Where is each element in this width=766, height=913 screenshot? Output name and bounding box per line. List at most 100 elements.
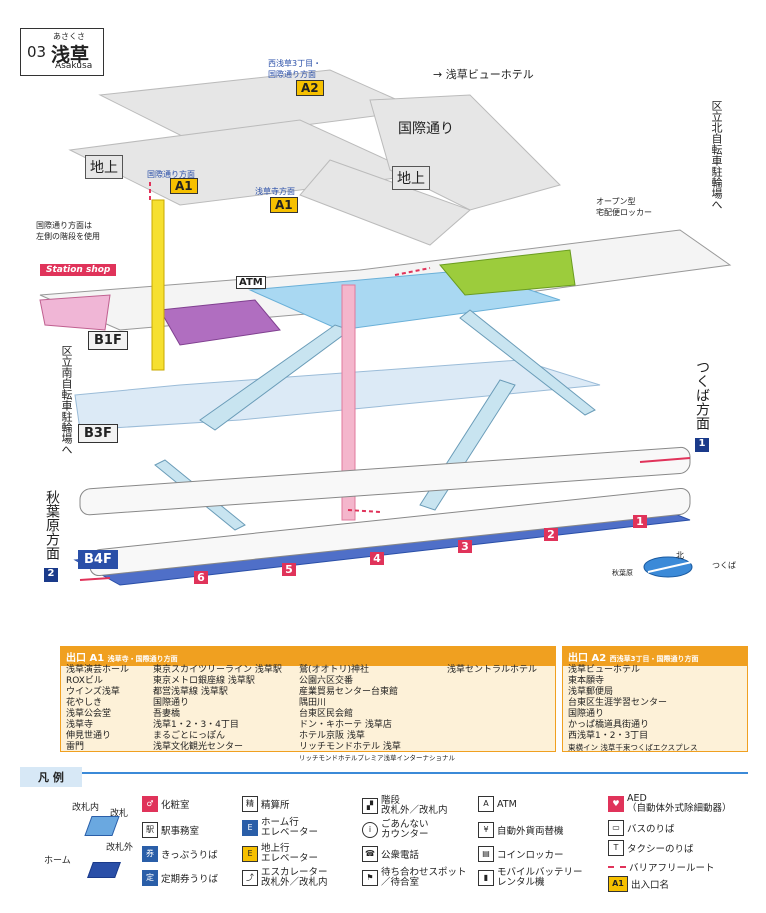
escalator-icon: ⤴ [242,870,258,886]
commuter-pass-icon: 定 [142,870,158,886]
list-item: ドン・キホーテ 浅草店 [299,720,392,730]
kokusai-stair-note: 国際通り方面は 左側の階段を使用 [36,221,100,241]
floor-b4f: B4F [78,550,118,569]
car-number-4: 4 [370,552,384,565]
list-item: ウインズ浅草 [66,687,120,697]
list-item: 国際通り [153,698,190,708]
list-item: 公園六区交番 [299,676,354,686]
legend-mobile-battery: ▮モバイルバッテリー レンタル機 [478,868,583,888]
legend-divider [20,772,748,774]
list-item: 東京メトロ銀座線 浅草駅 [153,676,255,686]
exit-name-icon: A1 [608,876,628,892]
a1-direction-kokusai: 国際通り方面 [147,170,195,179]
meeting-spot-icon: ⚑ [362,870,378,886]
legend-toilet: ♂化粧室 [142,796,190,812]
floor-b3f: B3F [78,424,118,443]
list-item: リッチモンドホテル 浅草 [299,742,401,752]
legend-stairs: ▞階段 改札外／改札内 [362,796,448,816]
list-item: 東横イン 浅草千束つくばエクスプレス [568,743,698,752]
list-item: 浅草寺 [66,720,94,730]
legend-currency-exchange: ¥自動外貨両替機 [478,822,564,838]
car-number-2: 2 [544,528,558,541]
legend-gate: 改札 [110,809,129,819]
station-office-icon: 駅 [142,822,158,838]
list-item: ホテル京阪 浅草 [299,731,365,741]
info-icon: i [362,822,378,838]
list-item: 隅田川 [299,698,327,708]
compass-north: 北 [676,551,684,560]
legend-barrier-free: バリアフリールート [608,860,715,874]
legend-gate-in: 改札内 [72,803,100,813]
stairs-icon: ▞ [362,798,378,814]
station-shop-logo: Station shop [40,264,117,276]
exit-a2-header: 出口 A2 西浅草3丁目・国際通り方面 [563,647,747,666]
list-item: 台東区民会館 [299,709,354,719]
ground-label-right: 地上 [392,166,430,190]
exit-a1-badge-left[interactable]: A1 [170,178,198,194]
exit-a1-col4: 浅草セントラルホテル [447,665,537,676]
legend-aed: ♥AED （自動体外式除細動器） [608,794,732,814]
list-item: 花やしき [66,698,103,708]
exit-a2-col1: 浅草ビューホテル 東本願寺 浅草郵便局 台東区生涯学習センター 国際通り かっぱ… [568,665,698,753]
list-item: 台東区生涯学習センター [568,698,668,708]
list-item: 東京スカイツリーライン 浅草駅 [153,665,282,675]
car-number-1: 1 [633,515,647,528]
station-name-box: あさくさ 03 浅草 Asakusa [20,28,104,76]
exit-a1-panel: 出口 A1 浅草寺・国際通り方面 浅草演芸ホール ROXビル ウインズ浅草 花や… [60,646,556,762]
line-1-badge: 1 [695,438,709,452]
list-item: ROXビル [66,676,103,686]
exit-a2-title: 出口 A2 [568,653,607,664]
station-roman: Asakusa [55,61,93,71]
list-item: 浅草公会堂 [66,709,112,719]
station-ruby: あさくさ [53,32,85,41]
exit-a2-subtitle: 西浅草3丁目・国際通り方面 [609,655,699,663]
list-item: かっぱ橋道具街通り [568,720,650,730]
legend-title: 凡 例 [20,767,82,787]
legend-public-phone: ☎公衆電話 [362,846,419,862]
exit-a1-header: 出口 A1 浅草寺・国際通り方面 [61,647,555,666]
tsukuba-direction-label: つくば方面 [694,360,710,430]
legend-station-office: 駅駅事務室 [142,822,199,838]
platform-sample-icon [87,862,121,878]
list-item: 産業貿易センター台東館 [299,687,399,697]
atm-icon: ATM [236,276,266,289]
legend-gate-out: 改札外 [106,843,134,853]
exit-a1-col3: 鷲(オオトリ)神社 公園六区交番 産業貿易センター台東館 隅田川 台東区民会館 … [299,665,455,764]
exit-a1-title: 出口 A1 [66,653,105,664]
car-number-6: 6 [194,571,208,584]
south-bike-parking-label: 区立南自転車駐輪場へ [60,345,73,455]
legend-coin-locker: ▤コインロッカー [478,846,564,862]
exit-a2-panel: 出口 A2 西浅草3丁目・国際通り方面 浅草ビューホテル 東本願寺 浅草郵便局 … [562,646,748,752]
barrier-free-route-icon [608,866,626,868]
legend-bus: ▭バスのりば [608,820,675,836]
exit-a1-subtitle: 浅草寺・国際通り方面 [107,655,178,663]
station-name: 浅草 [51,44,90,66]
station-map [39,69,732,586]
exit-a1-col2: 東京スカイツリーライン 浅草駅 東京メトロ銀座線 浅草駅 都営浅草線 浅草駅 国… [153,665,282,753]
platform-elevator-icon: E [242,820,258,836]
exit-a1-badge-right[interactable]: A1 [270,197,298,213]
coin-locker-icon: ▤ [478,846,494,862]
legend-home: ホーム [44,856,71,866]
list-item: 吾妻橋 [153,709,181,719]
list-item: 浅草ビューホテル [568,665,641,675]
gate-sample-icon [84,816,120,836]
list-item: 浅草演芸ホール [66,665,130,675]
legend-ticket: 券きっぷうりば [142,846,218,862]
list-item: 西浅草1・2・3丁目 [568,731,649,741]
car-number-3: 3 [458,540,472,553]
north-bike-parking-label: 区立北自転車駐輪場へ [710,100,723,210]
list-item: リッチモンドホテルプレミア浅草インターナショナル [299,754,455,762]
ground-label-left: 地上 [85,155,123,179]
open-locker-label: オープン型 宅配便ロッカー [596,197,652,217]
exit-a2-badge[interactable]: A2 [296,80,324,96]
asakusa-view-hotel-label: → 浅草ビューホテル [433,68,534,81]
list-item: 浅草セントラルホテル [447,665,538,675]
list-item: 東本願寺 [568,676,605,686]
